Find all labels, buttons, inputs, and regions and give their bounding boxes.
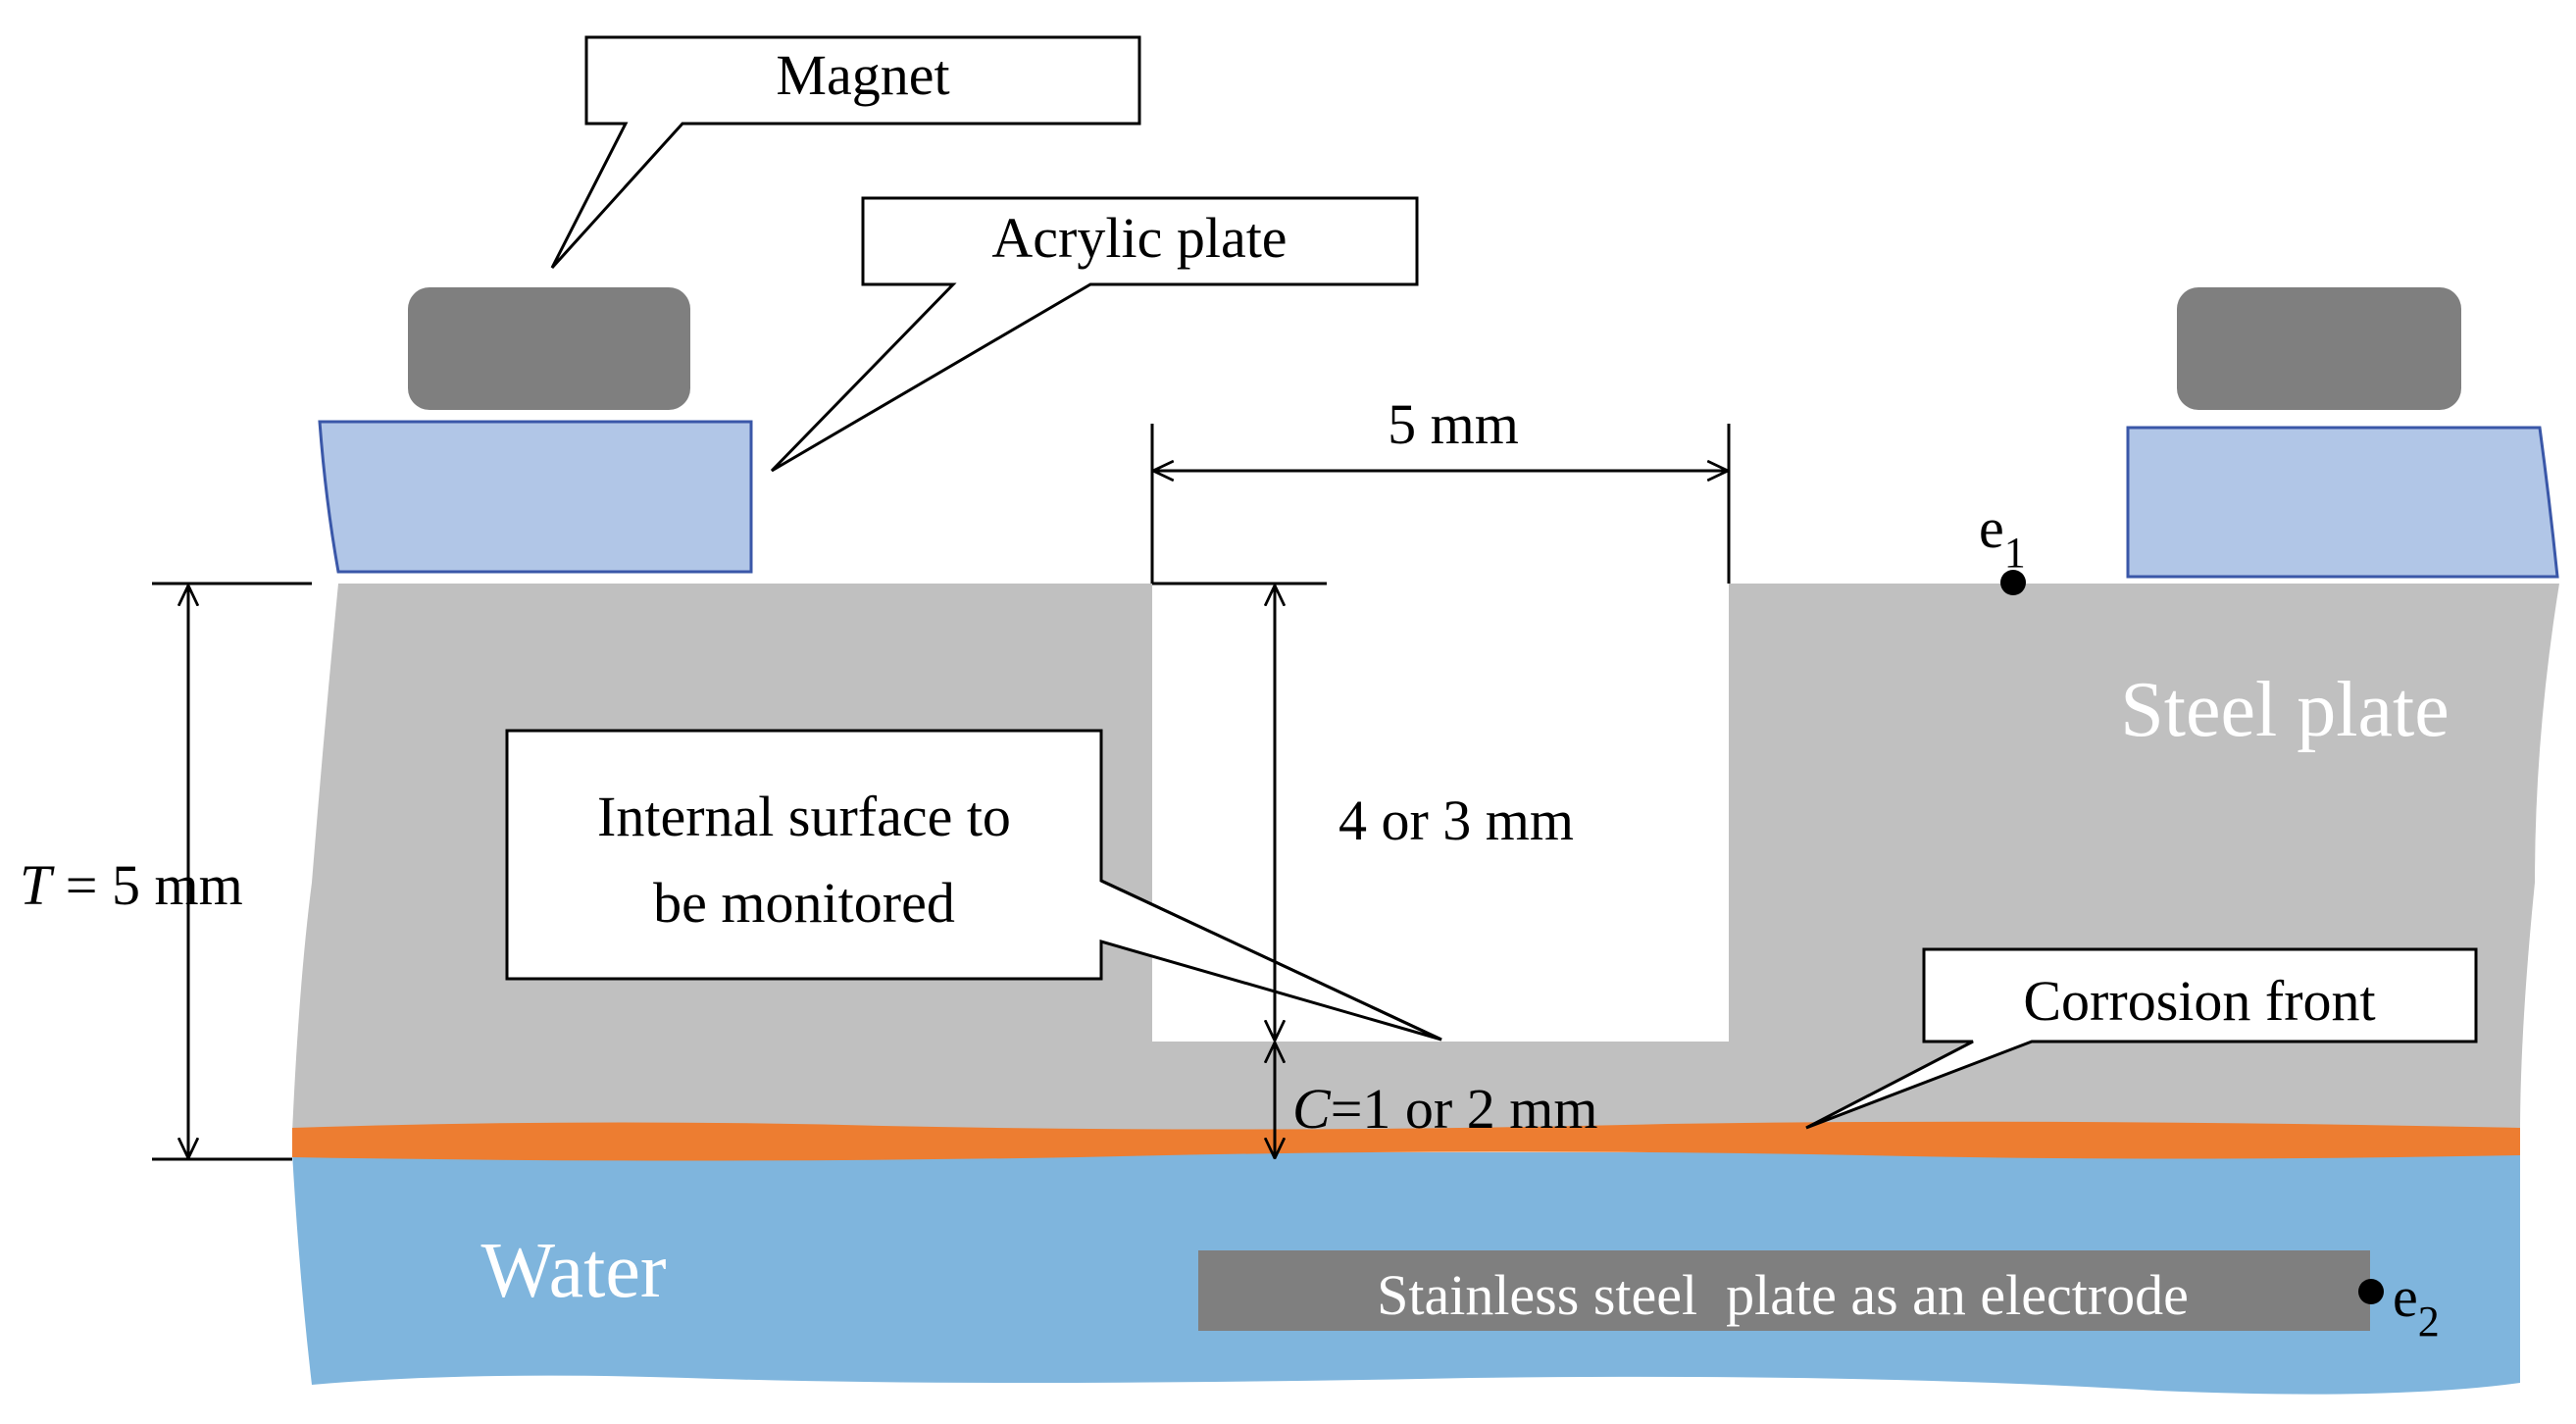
magnet-label: Magnet	[776, 43, 949, 107]
magnet-right	[2177, 287, 2461, 410]
corrosion-front-layer	[292, 1121, 2520, 1161]
internal-surface-label-line2: be monitored	[653, 871, 955, 935]
width-dimension-label: 5 mm	[1388, 392, 1519, 456]
e1-subscript: 1	[2004, 529, 2026, 577]
e2-label: e2	[2393, 1265, 2440, 1346]
corrosion-callout	[1805, 947, 2478, 1130]
e2-point	[2358, 1279, 2384, 1304]
water-label: Water	[481, 1228, 667, 1314]
c-value: =1 or 2 mm	[1331, 1077, 1598, 1141]
steel-plate-label: Steel plate	[2120, 667, 2449, 753]
e2-subscript: 2	[2418, 1297, 2440, 1346]
thickness-value: = 5 mm	[51, 853, 242, 917]
depth-dimension-label: 4 or 3 mm	[1339, 788, 1574, 852]
e1-base: e	[1979, 496, 2004, 560]
acrylic-callout	[770, 196, 1419, 473]
c-dimension-label: C=1 or 2 mm	[1292, 1077, 1597, 1141]
internal-surface-label-line1: Internal surface to	[597, 785, 1011, 848]
thickness-variable: T	[20, 853, 55, 917]
electrode-label: Stainless steel plate as an electrode	[1377, 1263, 2189, 1327]
acrylic-plate-right	[2126, 426, 2559, 579]
acrylic-plate-label: Acrylic plate	[991, 206, 1287, 270]
corrosion-front-label: Corrosion front	[2023, 969, 2375, 1033]
e1-point	[2000, 570, 2026, 595]
c-variable: C	[1292, 1077, 1332, 1141]
magnet-left	[408, 287, 690, 410]
thickness-label: T = 5 mm	[20, 853, 243, 917]
internal-surface-leader	[1100, 879, 1442, 1042]
magnet-callout	[550, 35, 1141, 270]
e2-base: e	[2393, 1265, 2418, 1329]
acrylic-plate-left	[318, 420, 753, 574]
e1-label: e1	[1979, 496, 2026, 577]
electrode-plate	[1198, 1250, 2370, 1331]
